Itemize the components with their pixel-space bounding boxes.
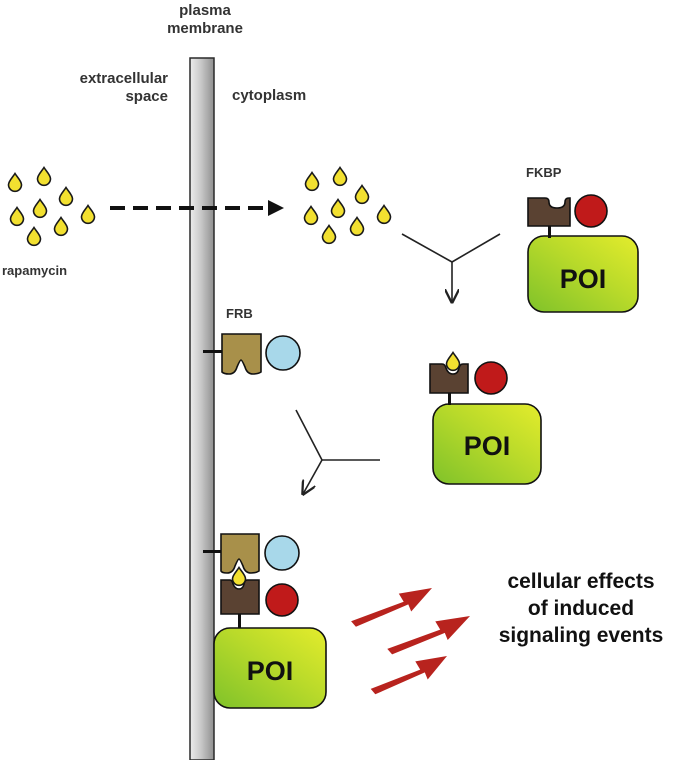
- fkbp-poi-complex-1: POI: [527, 194, 639, 313]
- rapamycin-molecule: [349, 216, 365, 237]
- fkbp-linker: [548, 226, 551, 238]
- frb-domain: [221, 333, 262, 375]
- plasma-membrane-label-line1: plasma: [179, 2, 231, 19]
- rapamycin-molecule: [32, 198, 48, 219]
- plasma-membrane-label: plasma membrane: [150, 2, 260, 38]
- rapamycin-molecule: [53, 216, 69, 237]
- fkbp-linker: [238, 614, 241, 628]
- frb-partner-blue: [265, 335, 301, 371]
- rapamycin-molecule: [7, 172, 23, 193]
- fkbp-label: FKBP: [526, 165, 562, 180]
- frb-label: FRB: [226, 306, 253, 321]
- rapamycin-entry-arrowhead: [268, 200, 284, 216]
- poi-text: POI: [464, 431, 511, 461]
- cellular-effects-label: cellular effects of induced signaling ev…: [468, 568, 694, 649]
- plasma-membrane: [189, 57, 215, 760]
- effect-arrow: [370, 656, 447, 695]
- fkbp-poi-rapamycin-complex: POI: [429, 351, 542, 485]
- frb-membrane-linker: [203, 550, 222, 553]
- rapamycin-bound: [231, 566, 247, 587]
- fkbp-partner-red: [265, 583, 299, 617]
- fkbp-partner-red: [574, 194, 608, 228]
- rapamycin-molecule: [303, 205, 319, 226]
- poi-text: POI: [560, 264, 607, 294]
- rapamycin-molecule: [58, 186, 74, 207]
- poi-box: [527, 235, 639, 313]
- rapamycin-molecule: [26, 226, 42, 247]
- fkbp-domain: [429, 363, 469, 394]
- binding-arrow-2: [295, 409, 380, 494]
- effect-arrows: [351, 588, 470, 695]
- rapamycin-molecule: [321, 224, 337, 245]
- fkbp-partner-red: [474, 361, 508, 395]
- binding-arrow-1: [401, 233, 501, 302]
- fkbp-domain: [527, 197, 571, 227]
- rapamycin-molecule: [376, 204, 392, 225]
- cellular-effects-line1: cellular effects: [507, 570, 655, 593]
- fkbp-linker: [448, 393, 451, 405]
- ternary-complex: POI: [203, 533, 327, 709]
- extracellular-space-label: extracellular space: [20, 70, 168, 106]
- rapamycin-label: rapamycin: [2, 263, 68, 278]
- rapamycin-molecule: [330, 198, 346, 219]
- rapamycin-molecule: [304, 171, 320, 192]
- rapamycin-molecule: [354, 184, 370, 205]
- rapamycin-molecule: [36, 166, 52, 187]
- frb-domain: [220, 533, 260, 574]
- extracellular-label-line2: space: [125, 88, 168, 105]
- effect-arrow: [351, 588, 432, 627]
- frb-membrane-linker: [203, 350, 222, 353]
- cellular-effects-line2: of induced: [527, 597, 635, 620]
- frb-membrane-anchor: [203, 333, 301, 375]
- rapamycin-bound: [445, 351, 461, 372]
- rapamycin-extracellular-group: [7, 166, 96, 247]
- poi-box: [213, 627, 327, 709]
- poi-text: POI: [247, 656, 294, 686]
- extracellular-label-line1: extracellular: [79, 70, 168, 87]
- rapamycin-molecule: [332, 166, 348, 187]
- rapamycin-molecule: [80, 204, 96, 225]
- cytoplasm-label: cytoplasm: [232, 87, 307, 104]
- rapamycin-molecule: [9, 206, 25, 227]
- effect-arrow: [387, 616, 470, 655]
- rapamycin-intracellular-group: [303, 166, 392, 245]
- plasma-membrane-label-line2: membrane: [167, 20, 243, 37]
- poi-box: [432, 403, 542, 485]
- frb-partner-blue: [264, 535, 300, 571]
- cellular-effects-line3: signaling events: [498, 624, 664, 647]
